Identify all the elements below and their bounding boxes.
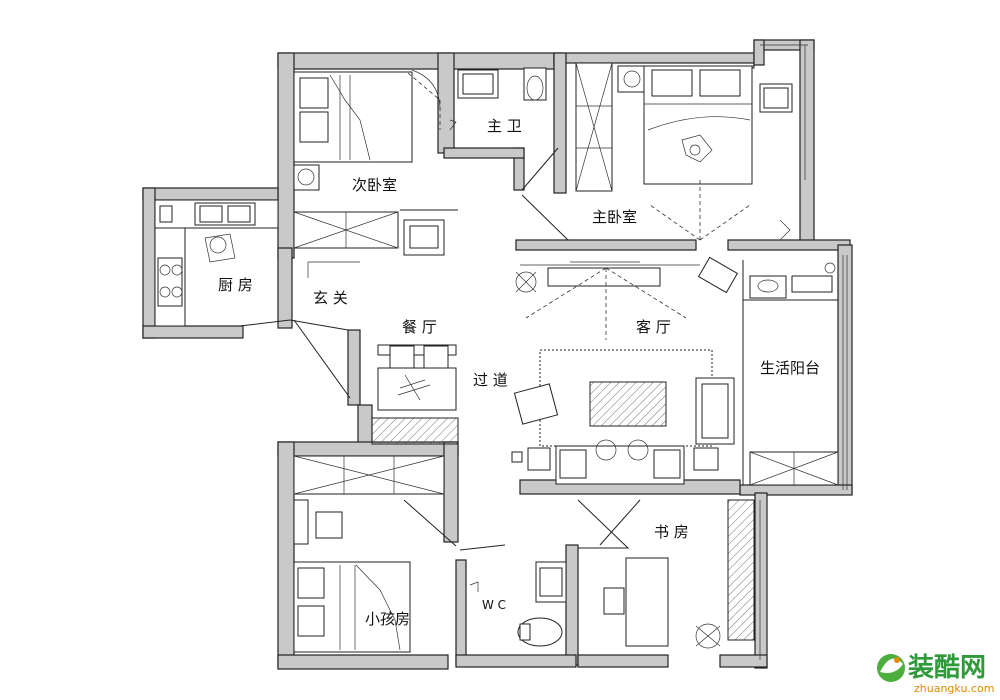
label-living-balcony: 生活阳台 (760, 359, 820, 377)
label-second-bedroom: 次卧室 (352, 176, 397, 194)
label-master-bedroom: 主卧室 (592, 208, 637, 226)
label-kitchen: 厨 房 (218, 276, 253, 294)
watermark-url: zhuangku.com (914, 682, 994, 695)
dining-furniture (371, 344, 459, 445)
label-study: 书 房 (654, 523, 689, 541)
wc-fixtures (469, 561, 567, 647)
kids-room-furniture (293, 455, 445, 653)
interior-lines (239, 44, 848, 660)
kitchen-fixtures (154, 199, 279, 327)
watermark-logo-icon (877, 654, 905, 682)
balcony-fixtures (749, 262, 839, 486)
room-labels: 次卧室 主 卫 主卧室 厨 房 玄 关 餐 厅 客 厅 生活阳台 过 道 书 房… (218, 117, 820, 628)
watermark-brand: 装酷网 (908, 653, 986, 683)
label-wc: W C (482, 598, 506, 612)
study-furniture (603, 499, 755, 649)
label-dining: 餐 厅 (402, 318, 437, 336)
label-kids-room: 小孩房 (365, 610, 410, 628)
label-corridor: 过 道 (473, 371, 508, 389)
label-living: 客 厅 (636, 318, 671, 336)
label-entrance: 玄 关 (313, 289, 348, 307)
watermark: 装酷网 zhuangku.com (877, 653, 994, 695)
master-bedroom-furniture (575, 62, 793, 241)
master-bath-fixtures (449, 67, 547, 131)
label-master-bath: 主 卫 (487, 117, 522, 135)
living-furniture (511, 256, 739, 485)
second-bedroom-furniture (293, 69, 445, 278)
